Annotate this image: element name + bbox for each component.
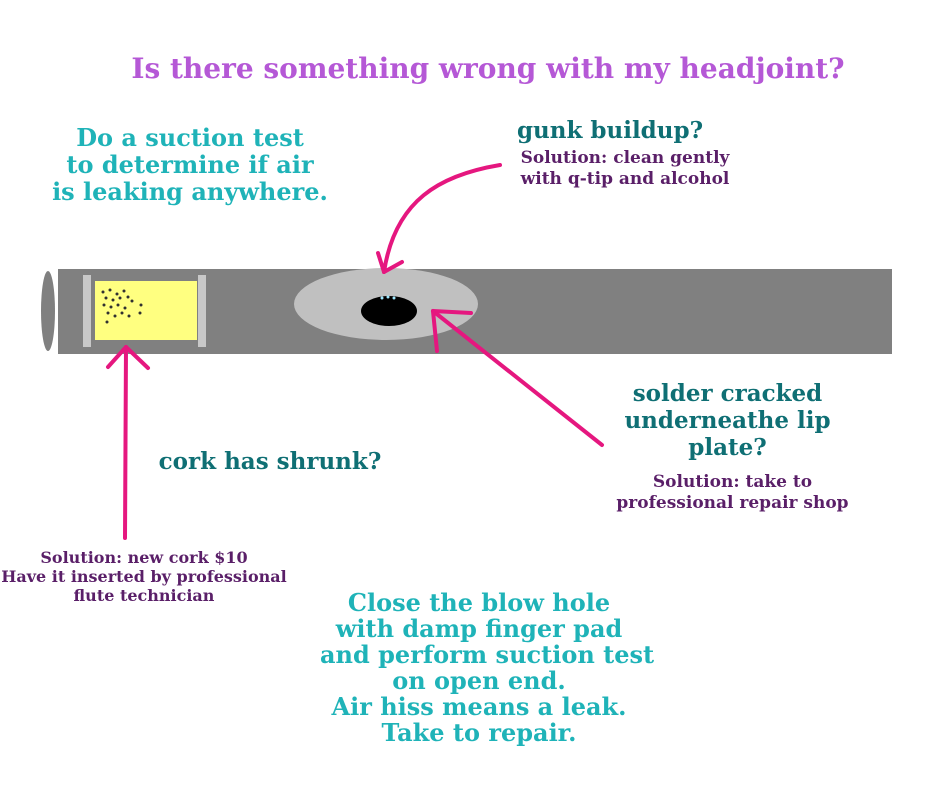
cork-solution: Solution: new cork $10 Have it inserted … bbox=[0, 548, 288, 605]
gunk-question: gunk buildup? bbox=[516, 117, 704, 144]
suction-tip-line: is leaking anywhere. bbox=[52, 177, 328, 206]
blowhole-tip-line: Close the blow hole bbox=[347, 588, 611, 617]
arrow-icon bbox=[106, 163, 604, 540]
suction-tip-line: to determine if air bbox=[66, 150, 314, 179]
blowhole-tip-line: Air hiss means a leak. bbox=[331, 692, 627, 721]
gunk-specks bbox=[380, 295, 396, 300]
cork-plate-right bbox=[198, 275, 206, 347]
page-title: Is there something wrong with my headjoi… bbox=[131, 52, 845, 85]
cork bbox=[95, 281, 197, 340]
cork-dots bbox=[101, 288, 143, 324]
solder-solution-line: Solution: take to bbox=[652, 472, 813, 492]
embouchure-hole bbox=[361, 296, 417, 326]
solder-question-line: plate? bbox=[688, 434, 767, 461]
solder-question-line: solder cracked bbox=[632, 380, 823, 407]
cork-solution-line: Solution: new cork $10 bbox=[40, 548, 248, 567]
crown-cap bbox=[41, 271, 55, 351]
blowhole-tip-line: on open end. bbox=[392, 666, 566, 695]
gunk-solution-line: Solution: clean gently bbox=[520, 148, 730, 168]
blowhole-tip-line: and perform suction test bbox=[320, 640, 655, 669]
gunk-solution-line: with q-tip and alcohol bbox=[520, 169, 730, 189]
blowhole-tip-line: Take to repair. bbox=[381, 718, 577, 747]
cork-solution-line: flute technician bbox=[73, 586, 215, 605]
blowhole-tip-line: with damp finger pad bbox=[335, 614, 623, 643]
cork-plate-left bbox=[83, 275, 91, 347]
suction-tip-line: Do a suction test bbox=[76, 123, 304, 152]
cork-solution-line: Have it inserted by professional bbox=[1, 567, 287, 586]
gunk-solution: Solution: clean gently with q-tip and al… bbox=[500, 148, 750, 190]
blowhole-test-tip: Close the blow hole with damp finger pad… bbox=[320, 588, 655, 747]
solder-question: solder cracked underneathe lip plate? bbox=[610, 380, 845, 461]
suction-test-tip: Do a suction test to determine if air is… bbox=[40, 124, 340, 205]
solder-solution-line: professional repair shop bbox=[616, 493, 849, 513]
solder-question-line: underneathe lip bbox=[624, 407, 831, 434]
solder-solution: Solution: take to professional repair sh… bbox=[600, 472, 865, 514]
cork-question: cork has shrunk? bbox=[158, 448, 382, 475]
